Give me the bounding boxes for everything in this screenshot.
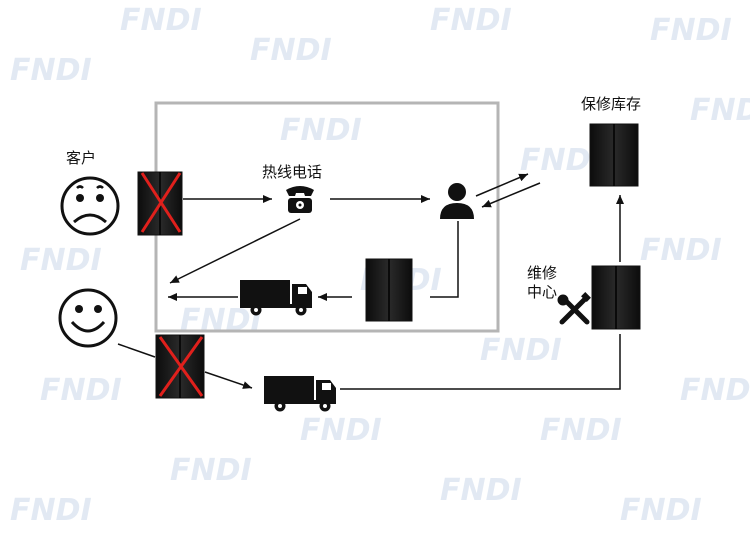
watermark-text: FNDI (10, 53, 92, 88)
watermark-text: FNDI (620, 493, 702, 528)
line-agent-to-device (430, 221, 459, 298)
arrow-hotline-to-customer (169, 218, 301, 284)
watermark-text: FNDI (180, 303, 262, 338)
watermark-text: FNDI (650, 13, 732, 48)
cross-mark-icon (140, 172, 182, 233)
watermark-text: FNDI (10, 493, 92, 528)
watermark-text: FNDI (250, 33, 332, 68)
unhappy-customer-icon (60, 176, 120, 236)
return-truck-icon (264, 376, 336, 412)
watermark-text: FNDI (20, 243, 102, 278)
warehouse-device-icon (589, 123, 639, 187)
watermark-text: FNDI (40, 373, 122, 408)
happy-customer-icon (58, 288, 118, 348)
watermark-text: FNDI (640, 233, 722, 268)
watermark-text: FNDI (170, 453, 252, 488)
line-customer-to-faulty (117, 343, 156, 358)
watermark-text: FNDI (280, 113, 362, 148)
telephone-icon (286, 186, 314, 213)
watermark-text: FNDI (120, 3, 202, 38)
repair-device-icon (591, 265, 641, 330)
hotline-label: 热线电话 (262, 163, 323, 181)
customer-label: 客户 (66, 149, 97, 167)
watermark-text: FNDI (690, 93, 750, 128)
agent-person-icon (440, 183, 474, 219)
replacement-device-icon (365, 258, 413, 322)
line-truck-to-repair (340, 334, 621, 390)
flow-arrows (117, 173, 624, 390)
watermark-text: FNDI (520, 143, 602, 178)
delivery-truck-icon (240, 280, 312, 316)
watermark-text: FNDI (300, 413, 382, 448)
watermark-text: FNDI (680, 373, 750, 408)
cross-mark-icon (158, 336, 204, 397)
watermark-text: FNDI (480, 333, 562, 368)
watermark-text: FNDI (430, 3, 512, 38)
watermark-layer: FNDI FNDI FNDI FNDI FNDI FNDI FNDI FNDI … (10, 3, 750, 528)
arrow-agent-to-warehouse (475, 173, 529, 197)
arrow-warehouse-to-agent (481, 182, 541, 208)
arrow-faulty-to-truck (204, 371, 253, 389)
repair-center-label: 维修 中心 (527, 264, 558, 301)
watermark-text: FNDI (440, 473, 522, 508)
warehouse-label: 保修库存 (581, 95, 642, 113)
repair-tools-icon (557, 292, 591, 325)
watermark-text: FNDI (540, 413, 622, 448)
